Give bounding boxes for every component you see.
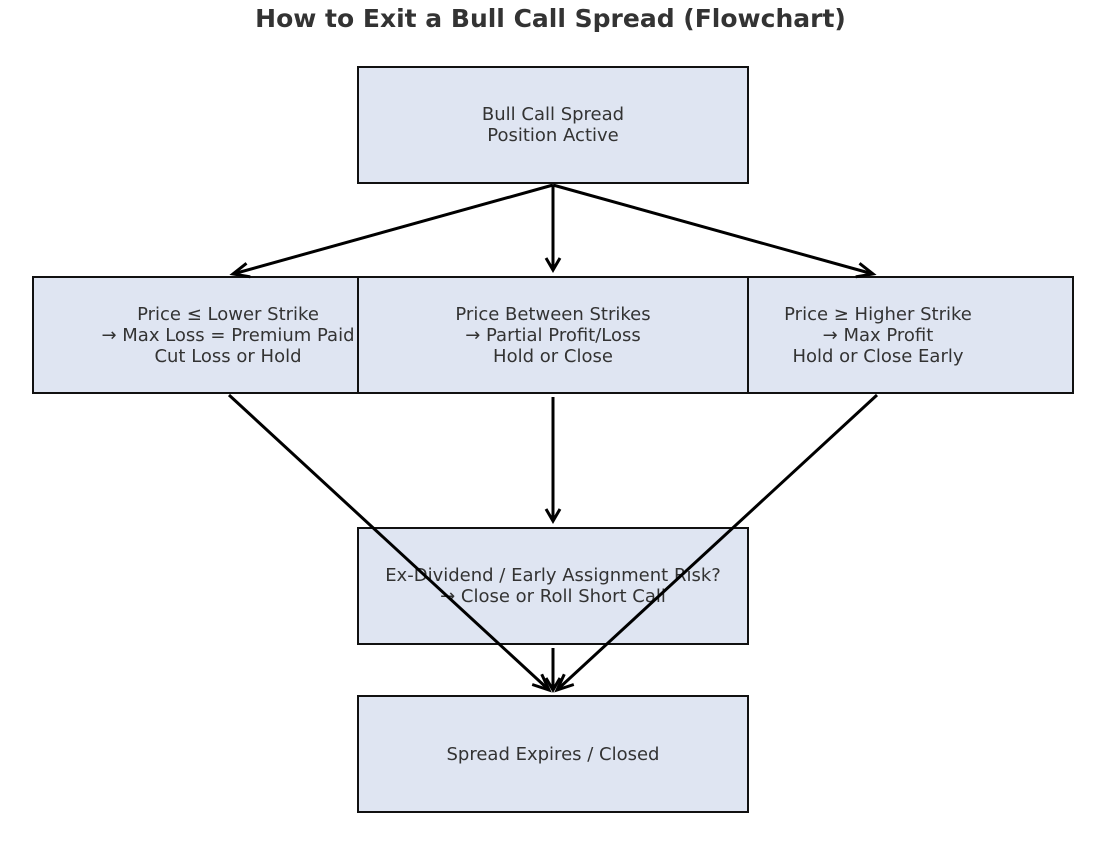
edge-between-to-risk: [544, 397, 562, 524]
node-risk-line-2: → Close or Roll Short Call: [440, 586, 666, 607]
node-lower-line-3: Cut Loss or Hold: [154, 345, 302, 367]
edge-start-to-higher: [552, 183, 877, 279]
edge-start-to-lower: [229, 183, 554, 279]
node-higher-line-2: → Max Profit: [822, 324, 934, 346]
node-end-line-1: Spread Expires / Closed: [446, 743, 660, 765]
node-risk-line-1: Ex-Dividend / Early Assignment Risk?: [385, 565, 721, 586]
node-start: Bull Call Spread Position Active: [357, 66, 749, 184]
node-between-strikes: Price Between Strikes → Partial Profit/L…: [357, 276, 749, 394]
node-start-line-2: Position Active: [487, 125, 619, 146]
node-higher-line-3: Hold or Close Early: [792, 345, 964, 367]
edge-risk-to-end: [544, 648, 562, 693]
node-assignment-risk: Ex-Dividend / Early Assignment Risk? → C…: [357, 527, 749, 645]
node-lower-line-1: Price ≤ Lower Strike: [137, 303, 319, 325]
node-start-line-1: Bull Call Spread: [481, 104, 625, 125]
edge-start-to-between: [544, 185, 562, 273]
page-title: How to Exit a Bull Call Spread (Flowchar…: [255, 4, 846, 33]
node-between-line-1: Price Between Strikes: [455, 303, 651, 325]
node-lower-line-2: → Max Loss = Premium Paid: [101, 324, 355, 346]
node-higher-line-1: Price ≥ Higher Strike: [784, 303, 972, 325]
node-end: Spread Expires / Closed: [357, 695, 749, 813]
node-between-line-3: Hold or Close: [493, 345, 613, 367]
node-between-line-2: → Partial Profit/Loss: [465, 324, 641, 346]
